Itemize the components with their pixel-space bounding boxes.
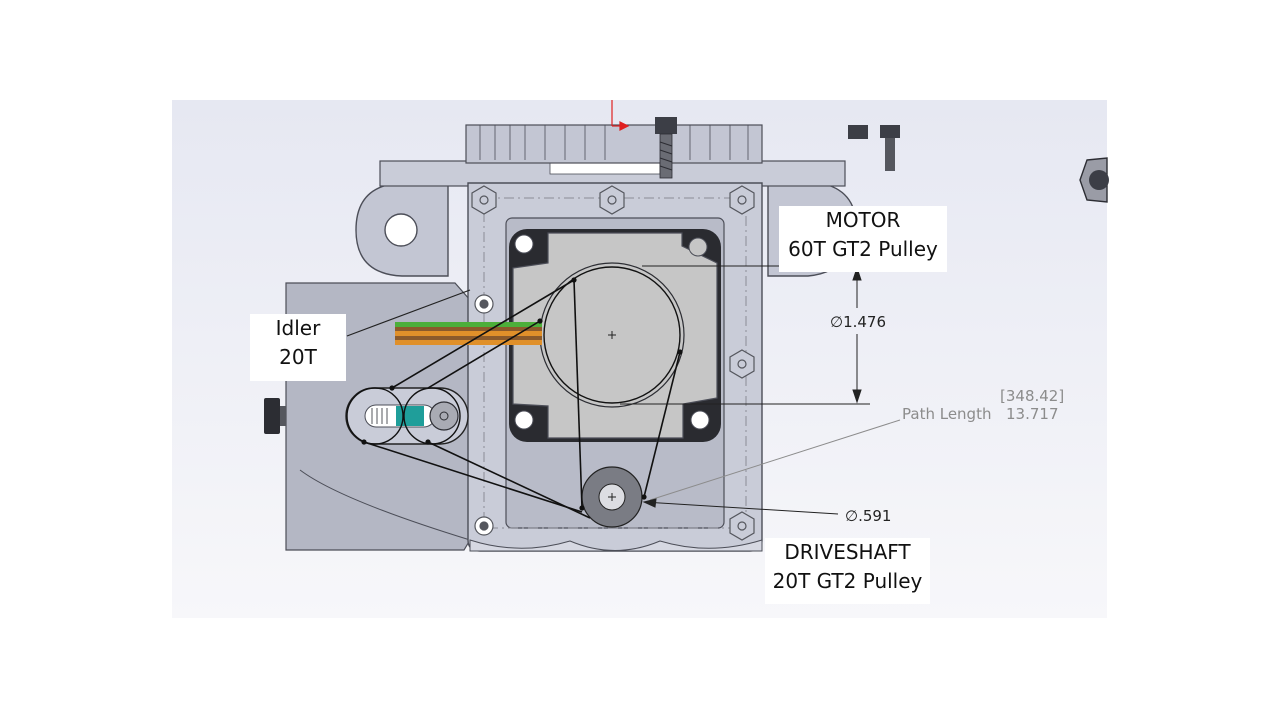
hex-nut-icon <box>1079 157 1109 203</box>
motor-callout-pulley: 60T GT2 Pulley <box>788 237 938 261</box>
hex-bolt-icon <box>729 511 755 541</box>
belt-path <box>363 279 681 519</box>
top-slot <box>549 161 661 175</box>
hex-bolt-icon <box>474 294 494 314</box>
motor-corner-hole <box>514 234 534 254</box>
adjustment-knob-neck <box>280 406 286 426</box>
driveshaft-callout-pulley: 20T GT2 Pulley <box>772 569 923 593</box>
comb-teeth <box>479 125 749 160</box>
path-length-label: Path Length <box>902 405 991 423</box>
driveshaft-pulley-diameter-label: ∅.591 <box>845 507 891 525</box>
idler-callout: Idler 20T <box>250 314 346 381</box>
idler-pulley-center <box>439 411 449 421</box>
set-screw-icon <box>848 125 868 139</box>
idler-slot-teal <box>396 406 424 426</box>
motor-callout: MOTOR 60T GT2 Pulley <box>779 206 947 272</box>
idler-thread <box>371 408 388 424</box>
hex-bolt-icon <box>729 185 755 215</box>
hex-bolt-icon <box>729 349 755 379</box>
socket-screw-icon <box>655 117 677 179</box>
top-comb-block <box>465 124 763 164</box>
motor-pulley-belt-wrap <box>543 266 681 404</box>
hex-bolt-icon <box>474 516 494 536</box>
motor-corner-hole <box>688 237 708 257</box>
frame-bottom-lip <box>469 539 763 552</box>
driveshaft-callout: DRIVESHAFT 20T GT2 Pulley <box>765 538 930 604</box>
motor-pulley-diameter-label: ∅1.476 <box>830 313 886 331</box>
ear-hole <box>384 213 418 247</box>
adjustment-knob <box>264 398 280 434</box>
hex-bolt-icon <box>471 185 497 215</box>
path-length-ref: [348.42] <box>1000 387 1064 405</box>
socket-screw-icon <box>880 125 900 171</box>
belt-path-nodes <box>361 277 683 511</box>
idler-belt-wrap-left <box>346 387 404 445</box>
driveshaft-center <box>608 493 616 501</box>
side-plate-edge <box>299 469 471 541</box>
idler-callout-title: Idler <box>275 316 321 340</box>
path-length-leader <box>649 419 901 501</box>
origin-marker <box>611 100 630 131</box>
motor-corner-hole <box>690 410 710 430</box>
path-length-value: 13.717 <box>1006 405 1059 423</box>
driveshaft-callout-title: DRIVESHAFT <box>784 540 911 564</box>
motor-corner-hole <box>514 410 534 430</box>
motor-pulley-center <box>608 331 616 339</box>
motor-callout-title: MOTOR <box>825 208 901 232</box>
idler-leader <box>346 289 471 337</box>
dimension-driveshaft-pulley <box>642 498 839 515</box>
hex-bolt-icon <box>599 185 625 215</box>
idler-callout-teeth: 20T <box>279 345 317 369</box>
idler-pulley <box>429 401 459 431</box>
